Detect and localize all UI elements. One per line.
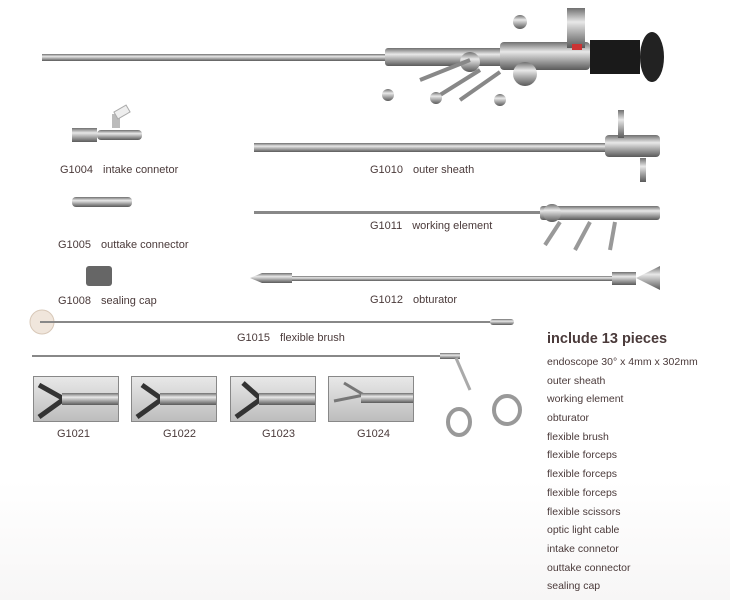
tip-image-g1022 [131,376,217,422]
list-item: flexible scissors [547,505,621,518]
list-item: working element [547,393,624,406]
tip-image-g1023 [230,376,316,422]
list-item: endoscope 30° x 4mm x 302mm [547,356,698,368]
obturator-image [250,266,660,290]
tip-label: G1024 [357,428,391,440]
list-item: sealing cap [547,580,601,593]
tip-label: G1023 [262,428,296,440]
intake-connector-image [72,104,142,142]
outer-sheath-image [254,110,660,182]
list-item: outtake connector [547,561,631,574]
list-item: flexible brush [547,430,609,443]
list-item: outer sheath [547,374,606,387]
list-item: flexible forceps [547,449,618,462]
includes-list: include 13 pieces endoscope 30° x 4mm x … [547,331,698,596]
outtake-connector-image [72,197,132,207]
flexible-brush-image [29,309,514,335]
tip-image-g1024 [328,376,414,422]
list-item: obturator [547,412,590,425]
flexible-forceps-image [32,353,522,437]
tip-label: G1021 [57,428,91,440]
tip-image-g1021 [33,376,119,422]
tip-label: G1022 [163,428,197,440]
working-element-image [254,204,660,251]
includes-title: include 13 pieces [547,331,668,347]
list-item: optic light cable [547,524,620,537]
list-item: intake connetor [547,542,619,555]
list-item: flexible forceps [547,468,618,481]
endoscope-assembly [42,8,664,106]
list-item: flexible forceps [547,486,618,499]
sealing-cap-image [86,266,112,286]
